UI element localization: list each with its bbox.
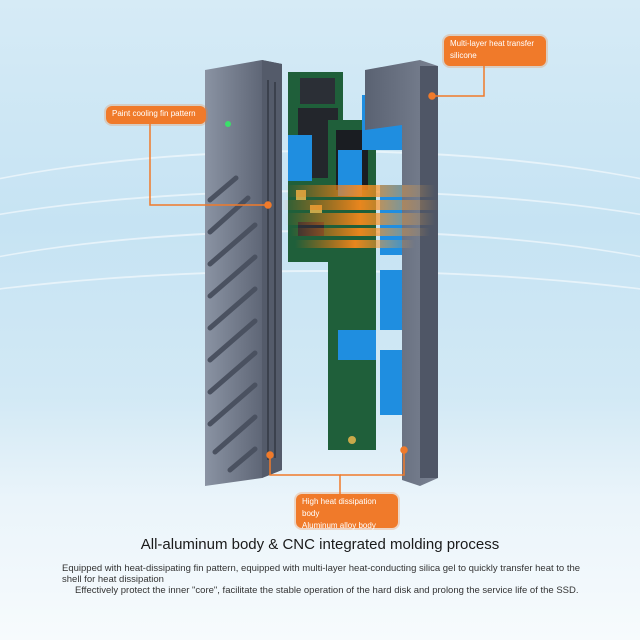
heat-dissipation-callout: High heat dissipation body Aluminum allo…	[296, 494, 398, 530]
left-shell	[205, 60, 282, 486]
caption-paragraph: Equipped with heat-dissipating fin patte…	[62, 563, 581, 585]
callout-text: High heat dissipation body	[302, 497, 377, 518]
fin-pattern-callout: Paint cooling fin pattern	[106, 106, 206, 124]
callout-lines	[149, 62, 485, 494]
caption-paragraph: Effectively protect the inner "core", fa…	[75, 585, 579, 596]
right-shell	[365, 60, 438, 486]
callout-text: Paint cooling fin pattern	[112, 109, 196, 118]
callout-text: Multi-layer heat transfer	[450, 39, 535, 48]
led-indicator	[225, 121, 231, 127]
silicone-callout: Multi-layer heat transfer silicone	[444, 36, 546, 66]
heat-flow	[280, 185, 440, 248]
background-wave	[0, 270, 640, 472]
caption-heading: All-aluminum body & CNC integrated moldi…	[140, 536, 500, 553]
fin-pattern	[207, 175, 258, 473]
callout-text: silicone	[450, 51, 477, 60]
callout-text: Aluminum alloy body	[302, 521, 376, 530]
